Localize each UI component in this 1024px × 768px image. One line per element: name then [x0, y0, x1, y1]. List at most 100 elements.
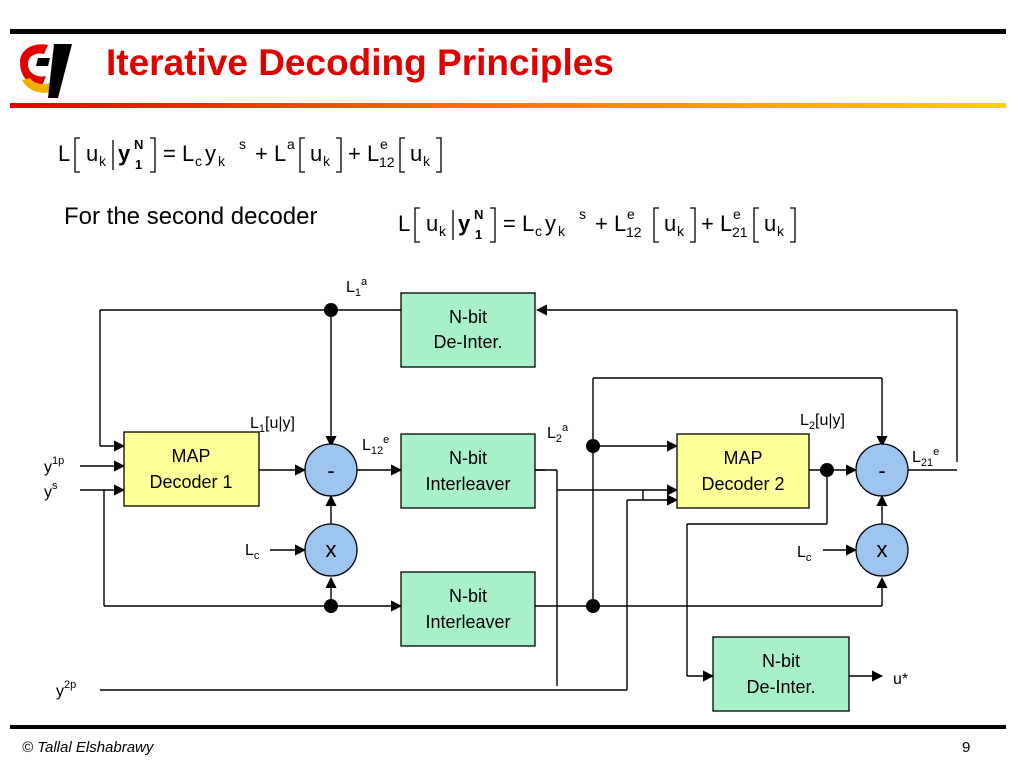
svg-text:e: e — [733, 206, 741, 222]
svg-text:1: 1 — [475, 227, 482, 242]
svg-text:L: L — [367, 141, 379, 166]
multiplier-1 — [304, 523, 358, 577]
svg-text:u: u — [310, 141, 322, 166]
svg-text:y: y — [545, 211, 556, 236]
deinterleaver-top-block — [400, 292, 536, 368]
equation-second-decoder: L u k y N 1 = L c y k s + L e 12 u k + L… — [398, 192, 828, 252]
svg-text:L: L — [720, 211, 732, 236]
subtractor-2 — [855, 443, 909, 497]
label-ys: ys — [44, 480, 58, 501]
svg-text:u: u — [764, 211, 776, 236]
svg-text:k: k — [558, 223, 566, 239]
svg-text:21: 21 — [732, 224, 748, 240]
footer-rule — [10, 725, 1006, 729]
block-label: Interleaver — [425, 474, 510, 494]
operator-symbol: x — [877, 537, 888, 562]
multiplier-2 — [855, 523, 909, 577]
junction-dot — [586, 599, 600, 613]
svg-text:u: u — [426, 211, 438, 236]
block-label: Interleaver — [425, 612, 510, 632]
svg-text:y: y — [118, 141, 131, 166]
svg-text:k: k — [218, 153, 226, 169]
svg-text:+: + — [348, 141, 361, 166]
svg-text:y: y — [205, 141, 216, 166]
map-decoder-1-block — [123, 431, 260, 507]
svg-text:L: L — [522, 211, 534, 236]
svg-text:u: u — [410, 141, 422, 166]
svg-text:=: = — [163, 141, 176, 166]
svg-text:k: k — [439, 223, 447, 239]
label-Lc-2: Lc — [797, 544, 812, 564]
svg-text:c: c — [195, 153, 202, 169]
svg-text:u: u — [86, 141, 98, 166]
svg-text:e: e — [380, 136, 388, 152]
svg-text:s: s — [579, 206, 586, 222]
interleaver-bottom-block — [400, 571, 536, 647]
svg-text:+: + — [595, 211, 608, 236]
slide-title: Iterative Decoding Principles — [106, 42, 614, 83]
label-L2a: L2a — [547, 422, 569, 445]
svg-text:s: s — [239, 136, 246, 152]
junction-dot — [324, 599, 338, 613]
page-number: 9 — [962, 739, 971, 756]
svg-text:k: k — [323, 153, 331, 169]
operator-symbol: - — [327, 458, 334, 483]
junction-dot — [586, 439, 600, 453]
university-logo-icon — [20, 44, 72, 98]
label-y2p: y2p — [56, 679, 76, 700]
svg-text:L: L — [182, 141, 194, 166]
svg-text:k: k — [677, 223, 685, 239]
footer-author: © Tallal Elshabrawy — [22, 739, 154, 756]
label-L1-uy: L1[u|y] — [250, 415, 295, 435]
interleaver-mid-block — [400, 433, 536, 509]
block-label: MAP — [723, 448, 762, 468]
operator-symbol: - — [878, 458, 885, 483]
svg-text:12: 12 — [379, 154, 395, 170]
block-label: MAP — [171, 446, 210, 466]
label-L21e: L21e — [912, 446, 939, 469]
svg-text:N: N — [134, 137, 143, 152]
label-ustar: u* — [893, 671, 908, 688]
svg-text:L: L — [398, 211, 410, 236]
label-Lc-1: Lc — [245, 542, 260, 562]
svg-text:N: N — [474, 207, 483, 222]
svg-text:=: = — [503, 211, 516, 236]
title-underline — [10, 103, 1006, 108]
svg-text:k: k — [777, 223, 785, 239]
label-L1a: L1a — [346, 276, 368, 299]
svg-text:+: + — [701, 211, 714, 236]
svg-text:e: e — [627, 206, 635, 222]
equation-first-decoder: L u k y N 1 = L c y k s + L a u k + L e … — [58, 122, 478, 182]
svg-text:L: L — [614, 211, 626, 236]
junction-dot — [820, 463, 834, 477]
svg-text:+: + — [255, 141, 268, 166]
block-label: Decoder 1 — [149, 472, 232, 492]
eq-L: L — [58, 141, 70, 166]
block-label: Decoder 2 — [701, 474, 784, 494]
junction-dot — [324, 303, 338, 317]
svg-text:k: k — [423, 153, 431, 169]
deinterleaver-bottom-block — [712, 636, 850, 712]
map-decoder-2-block — [676, 433, 810, 509]
svg-text:c: c — [535, 223, 542, 239]
svg-text:a: a — [287, 136, 295, 152]
label-y1p: y1p — [44, 455, 64, 476]
svg-text:u: u — [664, 211, 676, 236]
top-rule — [10, 29, 1006, 34]
block-label: N-bit — [449, 586, 487, 606]
svg-text:12: 12 — [626, 224, 642, 240]
operator-symbol: x — [326, 537, 337, 562]
block-label: N-bit — [449, 448, 487, 468]
block-label: N-bit — [449, 307, 487, 327]
svg-text:k: k — [99, 153, 107, 169]
block-label: N-bit — [762, 651, 800, 671]
second-decoder-caption: For the second decoder — [64, 203, 318, 230]
svg-text:L: L — [274, 141, 286, 166]
svg-text:y: y — [458, 211, 471, 236]
block-label: De-Inter. — [746, 677, 815, 697]
label-L12e: L12e — [362, 434, 389, 457]
label-L2-uy: L2[u|y] — [800, 412, 845, 432]
block-label: De-Inter. — [433, 332, 502, 352]
svg-text:1: 1 — [135, 157, 142, 172]
